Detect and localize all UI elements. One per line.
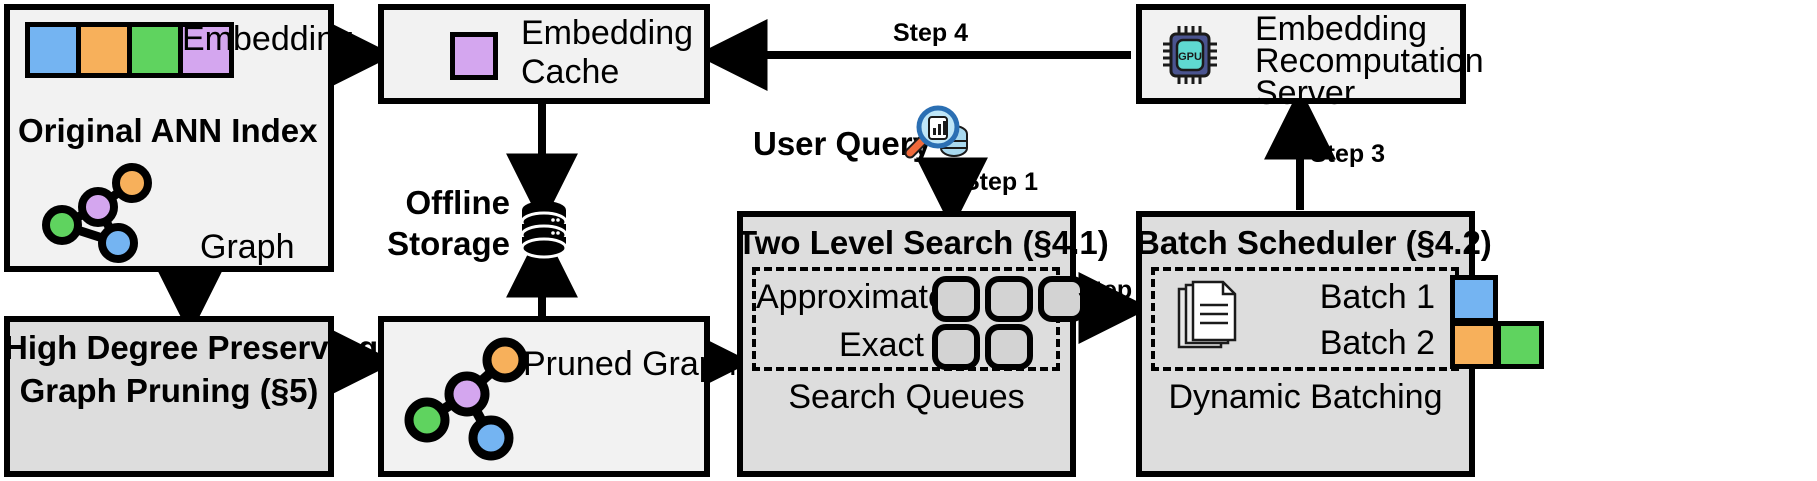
graph-label: Graph <box>200 228 295 266</box>
recomputation-server-line2: Recomputation <box>1255 42 1484 80</box>
database-icon <box>520 201 568 259</box>
gpu-icon: GPU <box>1163 26 1217 84</box>
two-level-search-title: Two Level Search (§4.1) <box>737 224 1109 261</box>
embedding-vector-chips <box>25 22 234 78</box>
graph-pruning-line1: High Degree Preserving <box>4 329 379 366</box>
embedding-chip-green <box>132 27 183 73</box>
embedding-cache-box[interactable] <box>378 4 710 104</box>
search-queue-exact[interactable] <box>932 324 1033 370</box>
embedding-chip-purple <box>183 27 229 73</box>
step1-label: Step 1 <box>963 168 1039 196</box>
queue-slot[interactable] <box>985 324 1033 370</box>
search-queue-approximate[interactable] <box>932 276 1086 322</box>
search-row-label-exact: Exact <box>838 326 924 364</box>
search-queues-footer: Search Queues <box>788 378 1025 416</box>
original-ann-index-title: Original ANN Index <box>18 112 318 149</box>
batch2-chip-green <box>1496 321 1544 369</box>
search-row-label-approximate: Approximate <box>756 278 947 316</box>
dynamic-batching-footer: Dynamic Batching <box>1168 378 1443 416</box>
embedding-label: Embedding <box>182 20 355 58</box>
embedding-cache-line1: Embedding <box>521 14 694 52</box>
graph-pruning-box[interactable] <box>4 316 334 477</box>
pruned-graph-icon <box>404 337 528 461</box>
offline-storage-line1: Offline <box>405 184 511 221</box>
step3-label: Step 3 <box>1310 140 1386 168</box>
embedding-chip-orange <box>81 27 132 73</box>
original-graph-icon <box>42 163 152 263</box>
query-search-icon <box>904 105 968 159</box>
queue-slot[interactable] <box>932 276 980 322</box>
recomputation-server-line1: Embedding <box>1255 10 1428 48</box>
embedding-chip-blue <box>30 27 81 73</box>
batch1-chip-blue <box>1450 275 1498 323</box>
pruned-graph-label: Pruned Graph <box>523 345 737 383</box>
queue-slot[interactable] <box>985 276 1033 322</box>
batch-scheduler-title: Batch Scheduler (§4.2) <box>1136 224 1492 261</box>
documents-icon <box>1177 280 1237 349</box>
graph-pruning-line2: Graph Pruning (§5) <box>19 372 319 409</box>
queue-slot[interactable] <box>932 324 980 370</box>
batch-row-label-1: Batch 1 <box>1319 278 1435 316</box>
recomputation-server-line3: Server <box>1255 74 1356 112</box>
batch-row-label-2: Batch 2 <box>1319 324 1435 362</box>
queue-slot[interactable] <box>1038 276 1086 322</box>
svg-text:GPU: GPU <box>1178 51 1202 63</box>
embedding-cache-chip-purple <box>450 32 498 80</box>
step4-label: Step 4 <box>893 19 969 47</box>
recomputation-server-box[interactable] <box>1136 4 1466 104</box>
pruned-graph-box[interactable] <box>378 316 710 477</box>
batch2-chip-orange <box>1450 321 1498 369</box>
embedding-cache-line2: Cache <box>521 53 620 91</box>
offline-storage-line2: Storage <box>387 225 510 262</box>
